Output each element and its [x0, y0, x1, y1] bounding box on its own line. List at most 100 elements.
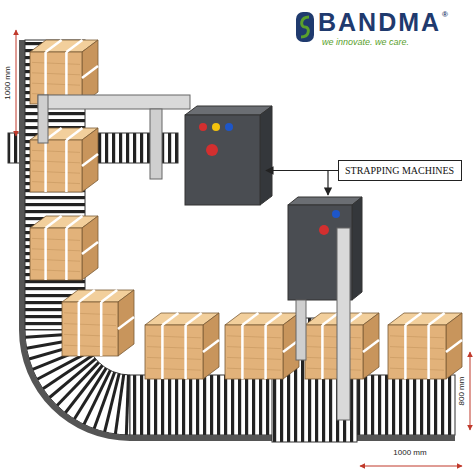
carton-front [225, 325, 283, 379]
strap [65, 228, 68, 280]
strap [101, 290, 117, 302]
carton-front [30, 228, 82, 280]
strap [82, 154, 98, 166]
wood-grain [307, 368, 361, 370]
wood-grain [390, 336, 444, 338]
cabinet-side [260, 106, 272, 205]
carton-front [305, 325, 363, 379]
wood-grain [64, 345, 116, 347]
callout-text: STRAPPING MACHINES [345, 165, 455, 176]
dimension-label: 1000 mm [4, 65, 13, 100]
carton [62, 290, 134, 356]
emergency-button [319, 225, 329, 235]
wood-grain [32, 62, 80, 64]
strap [241, 325, 244, 379]
machine-frame [150, 109, 162, 179]
logo-text: ® [442, 11, 448, 20]
strap [446, 340, 462, 352]
wood-grain [32, 259, 80, 261]
roller [126, 375, 128, 435]
wood-grain [64, 313, 116, 315]
strap [82, 66, 98, 78]
logo-shape [296, 12, 314, 42]
strap [184, 325, 187, 379]
button [199, 123, 207, 131]
wood-grain [32, 249, 80, 251]
strap [404, 325, 407, 379]
dimension-line [16, 30, 17, 136]
wood-grain [32, 238, 80, 240]
carton-front [145, 325, 203, 379]
strap [44, 140, 47, 192]
wood-grain [32, 73, 80, 75]
button [332, 210, 340, 218]
wood-grain [32, 83, 80, 85]
carton-front [388, 325, 446, 379]
carton [388, 313, 462, 379]
roller [57, 362, 99, 405]
strap [82, 242, 98, 254]
wood-grain [227, 336, 281, 338]
conveyor-side [19, 40, 25, 330]
wood-grain [32, 171, 80, 173]
strap [363, 340, 379, 352]
wood-grain [227, 347, 281, 349]
strap [186, 313, 202, 325]
wood-grain [390, 347, 444, 349]
button [212, 123, 220, 131]
cabinet-top [185, 106, 272, 115]
carton [30, 40, 98, 104]
roller-conveyor [25, 40, 85, 330]
wood-grain [307, 357, 361, 359]
strap [78, 302, 81, 356]
strap [46, 40, 62, 52]
strap [427, 325, 430, 379]
control-cabinet [185, 115, 260, 205]
strap [429, 313, 445, 325]
machine-frame [296, 300, 306, 360]
wood-grain [32, 182, 80, 184]
logo-icon [296, 12, 314, 42]
strap [203, 340, 219, 352]
wood-grain [147, 347, 201, 349]
wood-grain [147, 336, 201, 338]
strap [66, 40, 82, 52]
wood-grain [64, 324, 116, 326]
wood-grain [32, 161, 80, 163]
strap [321, 325, 324, 379]
strap [65, 140, 68, 192]
carton-side [118, 290, 134, 356]
machine-frame [38, 95, 190, 109]
callout-box: STRAPPING MACHINES [338, 160, 462, 181]
dimension-line [360, 466, 462, 467]
machine-frame [38, 95, 48, 143]
strap [405, 313, 421, 325]
carton [225, 313, 299, 379]
dimension-label: 1000 mm [392, 449, 427, 458]
carton-side [363, 313, 379, 379]
wood-grain [307, 336, 361, 338]
button [225, 123, 233, 131]
logo-mark [301, 17, 309, 37]
wood-grain [390, 357, 444, 359]
strap [322, 313, 338, 325]
dimension-label: 800 mm [458, 376, 467, 407]
cabinet-side [352, 197, 362, 300]
carton-front [30, 140, 82, 192]
carton-side [82, 40, 98, 104]
wood-grain [227, 357, 281, 359]
strap [44, 228, 47, 280]
wood-grain [390, 368, 444, 370]
dimension-line [470, 352, 471, 430]
strap [66, 128, 82, 140]
cabinet-top [288, 197, 362, 205]
strap [264, 325, 267, 379]
strap [118, 317, 134, 329]
strap [100, 302, 103, 356]
wood-grain [147, 357, 201, 359]
strap [162, 313, 178, 325]
emergency-button [206, 144, 218, 156]
wood-grain [32, 150, 80, 152]
